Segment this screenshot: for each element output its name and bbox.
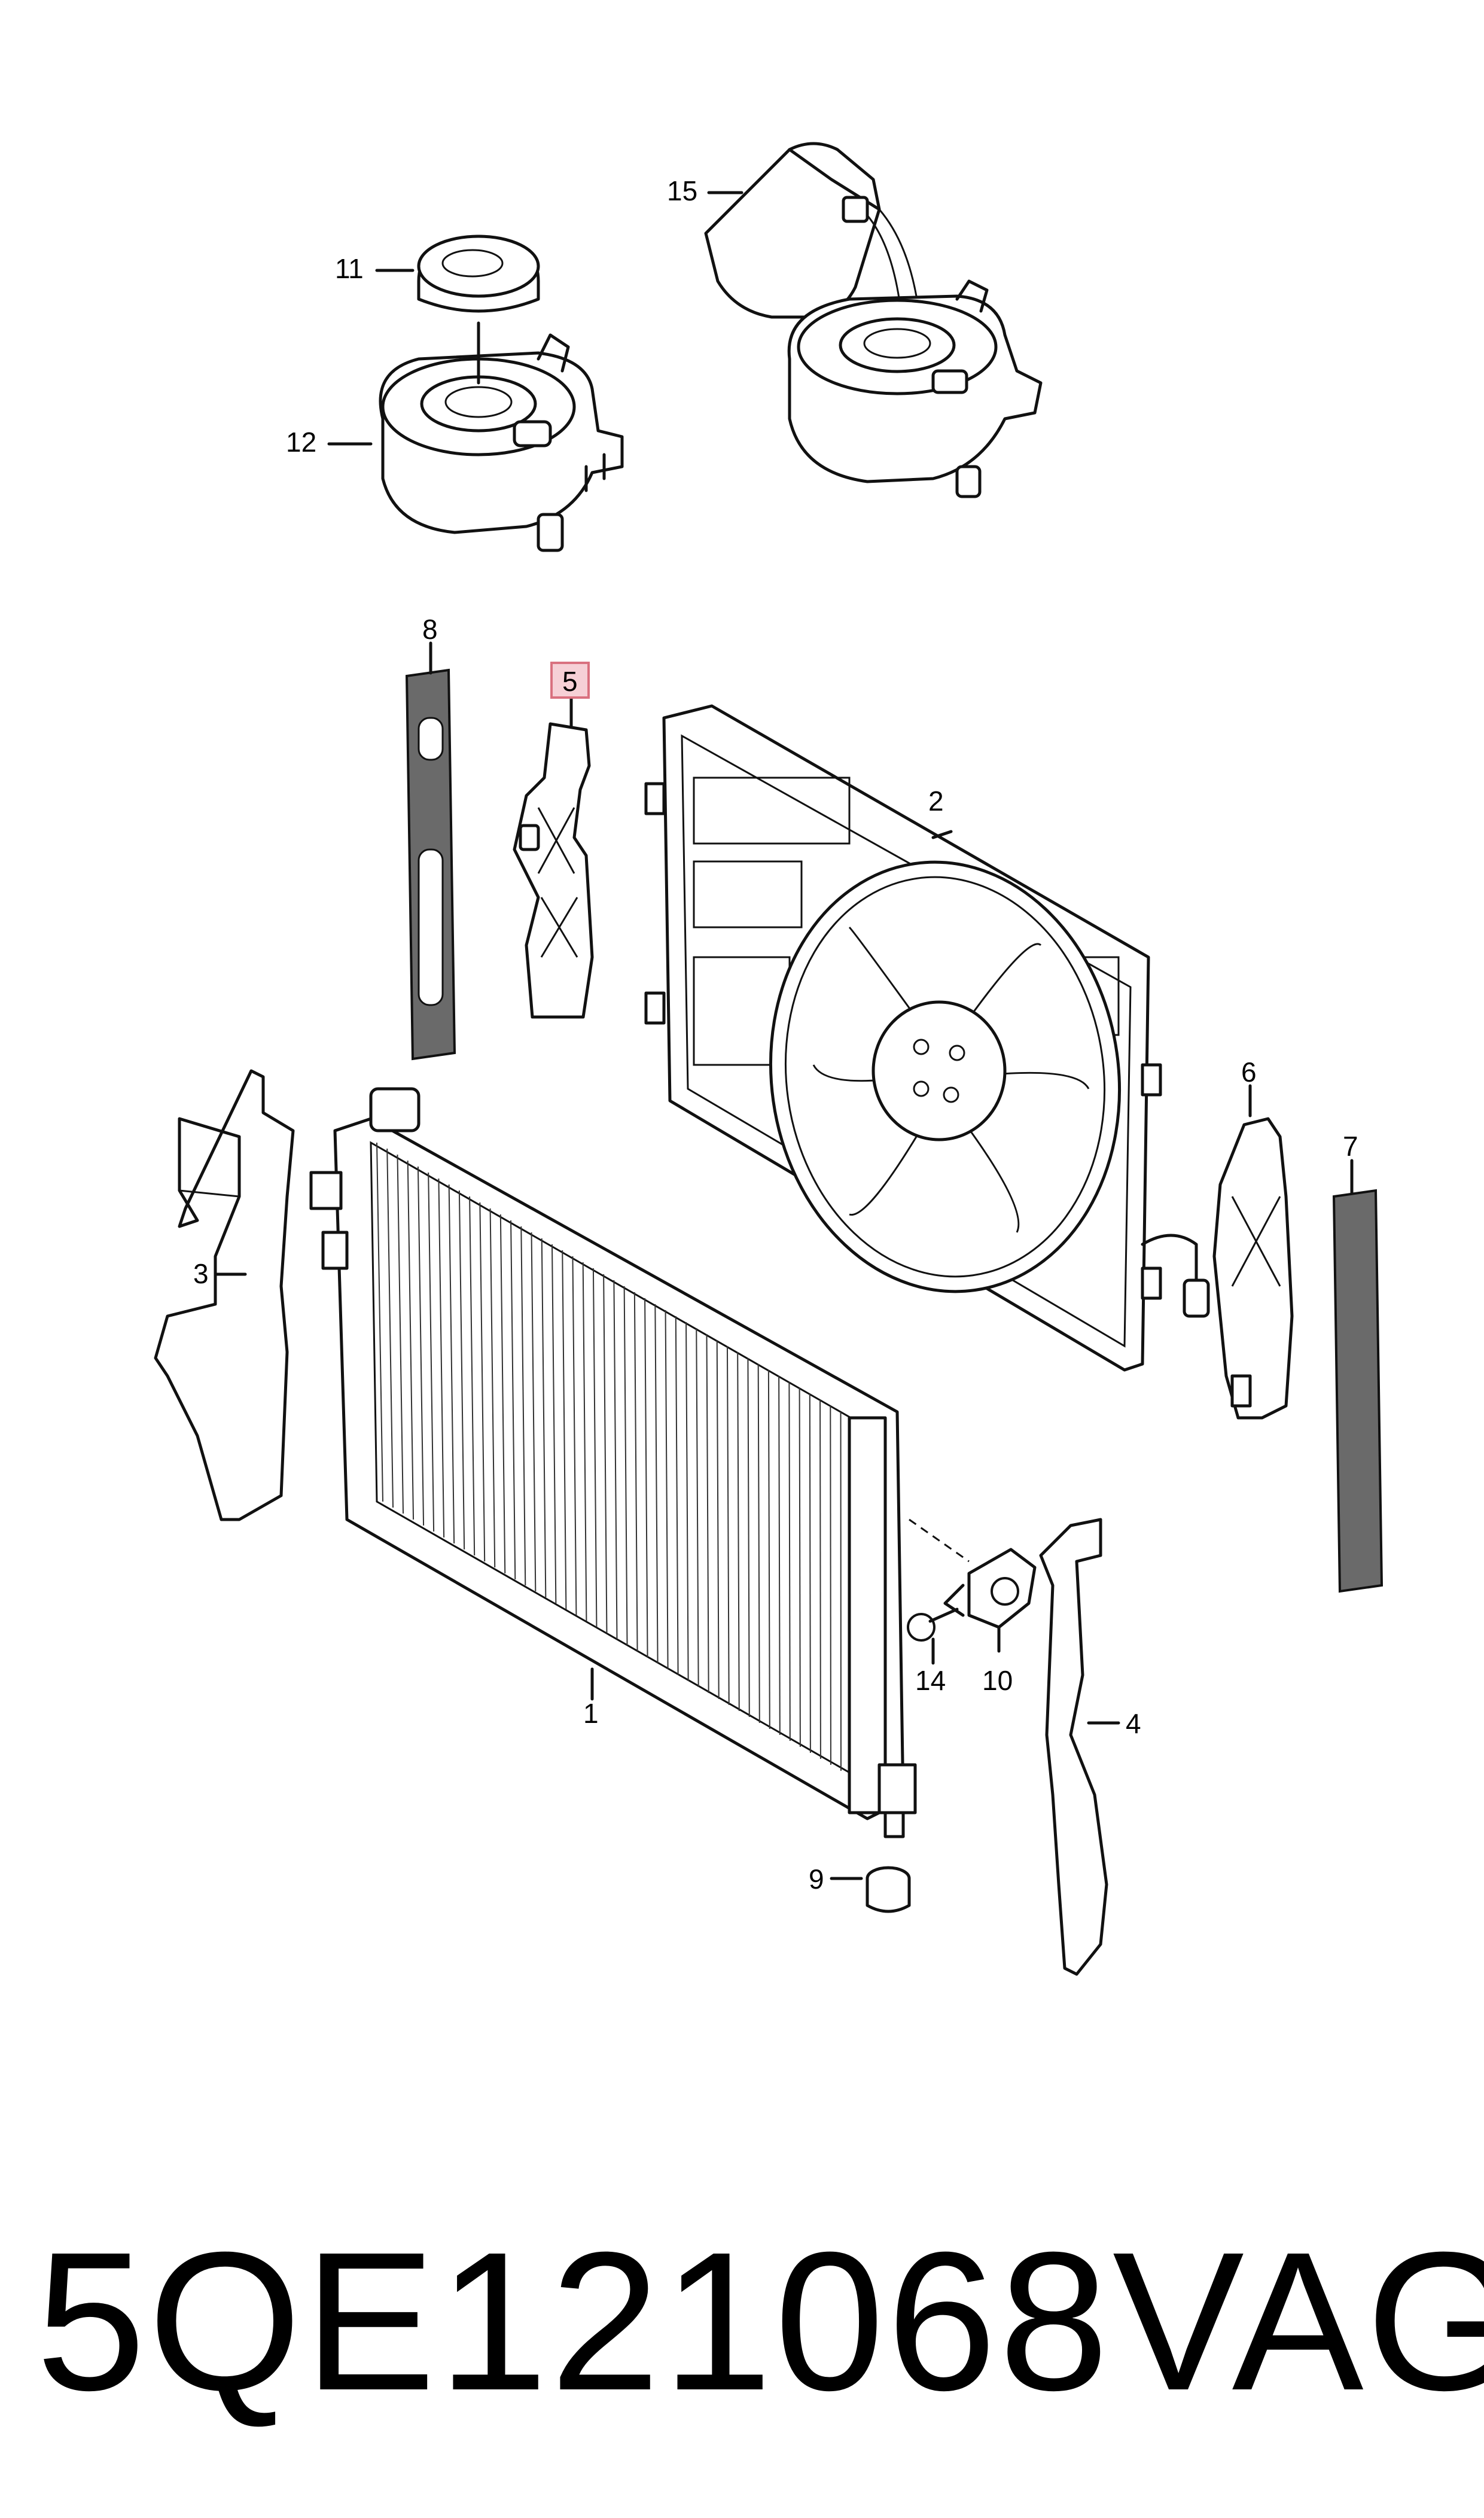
radiator-fin-line xyxy=(788,1381,791,1741)
radiator-fin-line xyxy=(469,1196,476,1556)
part-10-mount xyxy=(909,1518,1037,1653)
radiator-fin-line xyxy=(623,1286,628,1646)
radiator-fin-line xyxy=(397,1154,404,1514)
radiator-fin-line xyxy=(489,1208,496,1568)
part-5-bracket xyxy=(513,695,594,1019)
radiator-fin-line xyxy=(706,1333,709,1694)
callout-labels: 11 12 15 8 5 2 6 7 3 1 14 10 4 9 xyxy=(193,175,1358,1895)
radiator-fin-line xyxy=(613,1280,618,1640)
radiator-fin-line xyxy=(633,1292,638,1652)
radiator-fin-line xyxy=(479,1202,486,1562)
part-1-radiator xyxy=(309,1087,917,1838)
part-6-bracket xyxy=(1212,1084,1294,1420)
radiator-fin-line xyxy=(654,1304,659,1664)
callout-7: 7 xyxy=(1343,1131,1358,1162)
radiator-fin-line xyxy=(448,1184,455,1544)
radiator-fin-line xyxy=(685,1322,689,1682)
part-8-air-guide-mesh xyxy=(405,641,456,1061)
part-15-coolant-bottle xyxy=(704,142,922,336)
radiator-fin-line xyxy=(767,1369,770,1730)
radiator-fin-line xyxy=(438,1178,445,1538)
radiator-fin-line xyxy=(520,1226,526,1586)
callout-14: 14 xyxy=(915,1665,946,1696)
radiator-fin-line xyxy=(830,1405,831,1765)
part-12-expansion-tank xyxy=(379,333,624,552)
radiator-fin-line xyxy=(562,1250,567,1610)
radiator-fin-line xyxy=(603,1274,608,1634)
radiator-fin-line xyxy=(531,1232,537,1592)
radiator-fin-line xyxy=(499,1214,506,1574)
callout-3: 3 xyxy=(193,1258,209,1289)
part-4-air-duct xyxy=(1039,1518,1120,1976)
callout-2: 2 xyxy=(928,785,944,817)
footer: 5QE121068 VAG xyxy=(0,2202,1484,2453)
radiator-fin-line xyxy=(551,1244,557,1604)
radiator-fin-line xyxy=(644,1298,648,1658)
part-9-grommet xyxy=(830,1866,911,1913)
radiator-fin-line xyxy=(428,1172,435,1532)
callout-8: 8 xyxy=(422,614,438,645)
callout-9: 9 xyxy=(809,1864,824,1895)
callout-15: 15 xyxy=(667,175,697,206)
radiator-fin-line xyxy=(716,1339,720,1700)
callout-4: 4 xyxy=(1126,1708,1141,1739)
radiator-fin-line xyxy=(582,1262,587,1622)
radiator-fin-line xyxy=(778,1375,781,1735)
part-14-screw xyxy=(907,1607,959,1665)
radiator-fin-line xyxy=(541,1238,547,1598)
radiator-fin-line xyxy=(417,1166,425,1526)
callout-6: 6 xyxy=(1241,1056,1257,1088)
radiator-fin-line xyxy=(737,1351,740,1712)
callout-10: 10 xyxy=(982,1665,1013,1696)
radiator-fin-line xyxy=(458,1190,465,1550)
part-7-air-guide-mesh xyxy=(1332,1159,1384,1593)
callout-1: 1 xyxy=(583,1698,599,1729)
radiator-fin-line xyxy=(819,1399,821,1759)
radiator-fin-line xyxy=(376,1142,383,1502)
radiator-fin-line xyxy=(386,1148,394,1508)
brand-label: VAG xyxy=(1113,2211,1484,2431)
radiator-fin-line xyxy=(510,1220,516,1580)
radiator-fin-line xyxy=(665,1310,669,1670)
radiator-fin-line xyxy=(696,1327,699,1688)
callout-5-highlight xyxy=(550,662,590,699)
radiator-fin-line xyxy=(592,1268,598,1628)
radiator-fin-line xyxy=(757,1363,760,1724)
radiator-fin-line xyxy=(726,1345,730,1706)
part-15-filled-tank xyxy=(787,279,1043,498)
callout-11: 11 xyxy=(335,253,364,284)
part-11-tank-cap xyxy=(417,235,540,385)
radiator-fin-line xyxy=(675,1316,679,1676)
part-number: 5QE121068 xyxy=(36,2211,1111,2431)
radiator-fin-line xyxy=(747,1357,750,1718)
part-2-fan-shroud xyxy=(644,704,1210,1372)
radiator-fin-line xyxy=(407,1160,415,1520)
part-3-air-duct xyxy=(154,1069,295,1521)
callout-12: 12 xyxy=(286,427,316,458)
callout-5: 5 xyxy=(562,666,578,697)
radiator-fin-line xyxy=(572,1256,577,1616)
